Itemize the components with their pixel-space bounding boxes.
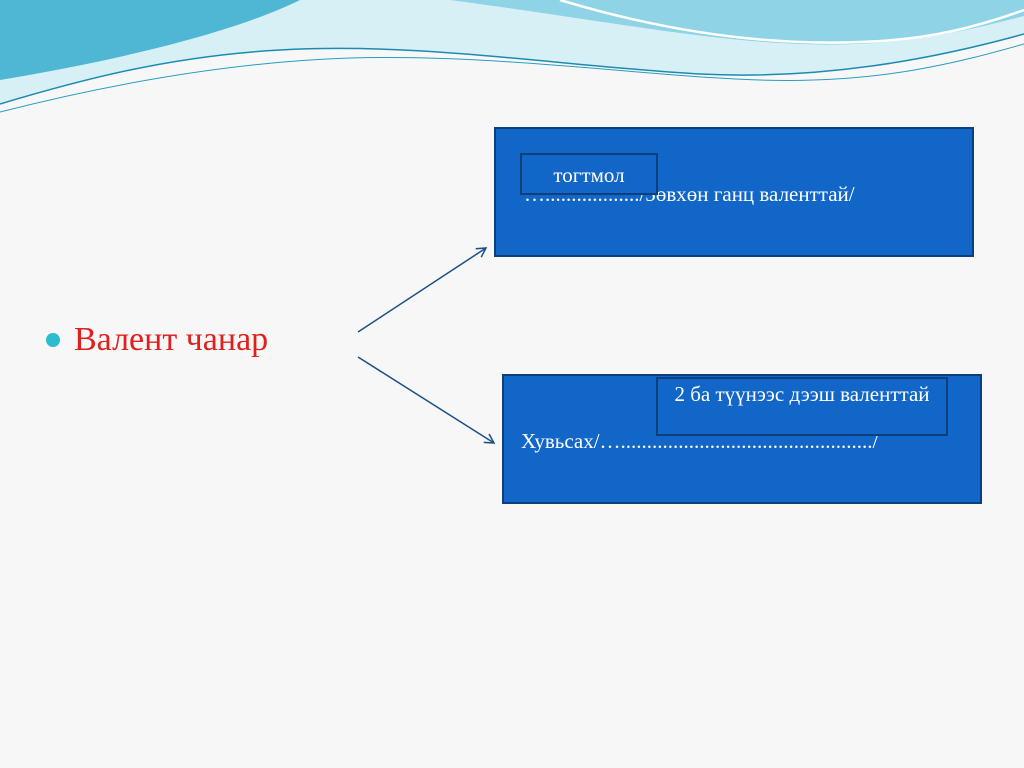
bullet-item: Валент чанар	[46, 318, 268, 362]
top-label: тогтмол	[520, 153, 658, 195]
arrow-down	[357, 356, 496, 444]
bullet-dot-icon	[46, 333, 60, 347]
header-wave-decoration	[0, 0, 1024, 113]
arrow-up	[357, 247, 488, 333]
bullet-text: Валент чанар	[74, 321, 269, 358]
bottom-label: 2 ба түүнээс дээш валенттай	[656, 377, 948, 436]
